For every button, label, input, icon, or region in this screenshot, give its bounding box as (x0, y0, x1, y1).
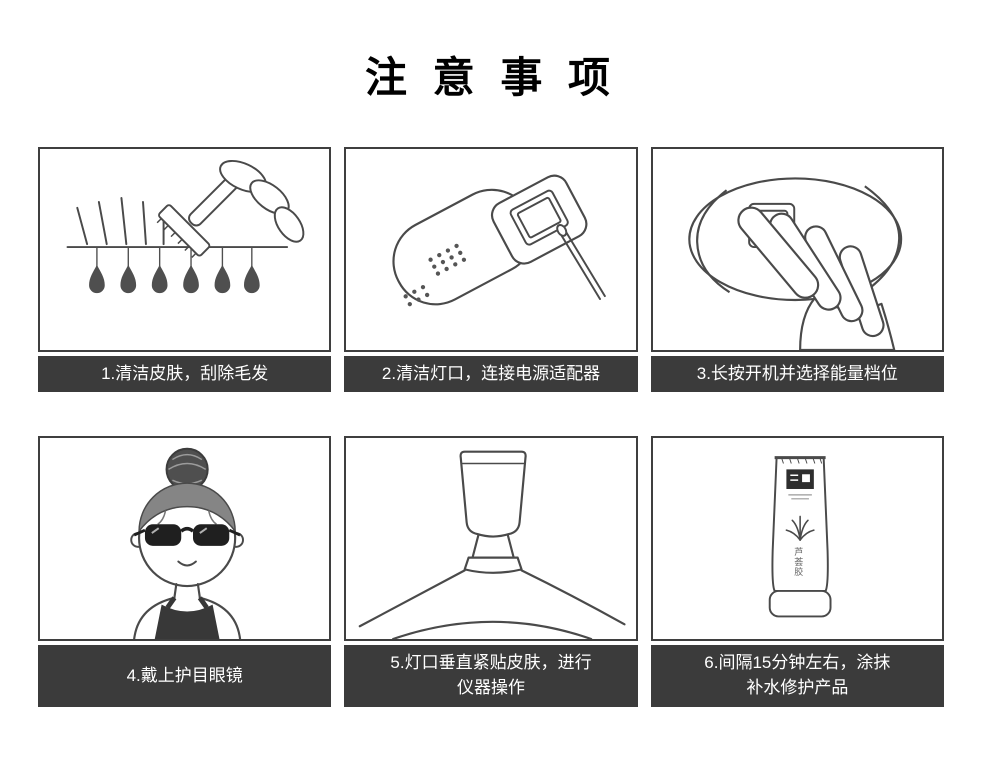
step-6-caption: 6.间隔15分钟左右，涂抹 补水修护产品 (650, 645, 944, 707)
device-cleaning-illustration (392, 174, 607, 307)
step-6-caption-text: 6.间隔15分钟左右，涂抹 补水修护产品 (704, 653, 891, 697)
protective-goggles (133, 524, 241, 546)
steps-grid: 1.清洁皮肤，刮除毛发 (38, 147, 944, 707)
pressing-hand (737, 206, 895, 350)
power-on-illustration (687, 177, 902, 350)
step-card-2: 2.清洁灯口，连接电源适配器 (344, 147, 638, 392)
neck-and-shoulders (133, 583, 242, 639)
step-2-caption-text: 2.清洁灯口，连接电源适配器 (381, 363, 601, 383)
step-4-caption: 4.戴上护目眼镜 (38, 645, 332, 707)
tube-brand-block (786, 469, 814, 500)
step-5-figure (344, 436, 638, 641)
step-5-caption: 5.灯口垂直紧贴皮肤，进行 仪器操作 (344, 645, 638, 707)
tank-top (154, 596, 220, 639)
hair-bun (165, 447, 209, 491)
aloe-plant-drawing (785, 515, 815, 541)
device-vertical (459, 450, 528, 574)
lamp-window (509, 189, 570, 246)
skin-curves (359, 569, 626, 639)
step-card-6: 芦荟胶 6.间隔15分钟左右，涂抹 补水修护产品 (650, 436, 944, 707)
device-body (392, 174, 588, 306)
step-card-3: 3.长按开机并选择能量档位 (650, 147, 944, 392)
tube-product-label: 芦荟胶 (793, 546, 804, 577)
holding-fingers (219, 159, 305, 243)
step-2-caption: 2.清洁灯口，连接电源适配器 (344, 356, 638, 392)
step-6-figure: 芦荟胶 (650, 436, 944, 641)
step-4-figure (38, 436, 332, 641)
razor-shaving-illustration (66, 159, 305, 294)
goggles-illustration (130, 447, 244, 639)
speaker-dots (403, 243, 467, 307)
step-1-caption-text: 1.清洁皮肤，刮除毛发 (101, 363, 269, 383)
step-2-figure (344, 147, 638, 352)
step-1-caption: 1.清洁皮肤，刮除毛发 (38, 356, 332, 392)
gel-tube-illustration (768, 456, 832, 618)
device-on-skin-illustration (359, 450, 626, 639)
face (137, 482, 237, 588)
step-card-4: 4.戴上护目眼镜 (38, 436, 332, 707)
hair-follicle-drops (89, 247, 260, 294)
step-3-caption-text: 3.长按开机并选择能量档位 (696, 363, 898, 383)
step-3-figure (650, 147, 944, 352)
skin-line-and-hairs (66, 197, 289, 249)
page-title: 注 意 事 项 (364, 54, 617, 101)
step-3-caption: 3.长按开机并选择能量档位 (650, 356, 944, 392)
step-4-caption-text: 4.戴上护目眼镜 (126, 665, 243, 685)
step-card-5: 5.灯口垂直紧贴皮肤，进行 仪器操作 (344, 436, 638, 707)
step-1-figure (38, 147, 332, 352)
cotton-swab (556, 223, 607, 300)
step-5-caption-text: 5.灯口垂直紧贴皮肤，进行 仪器操作 (390, 653, 592, 697)
step-card-1: 1.清洁皮肤，刮除毛发 (38, 147, 332, 392)
